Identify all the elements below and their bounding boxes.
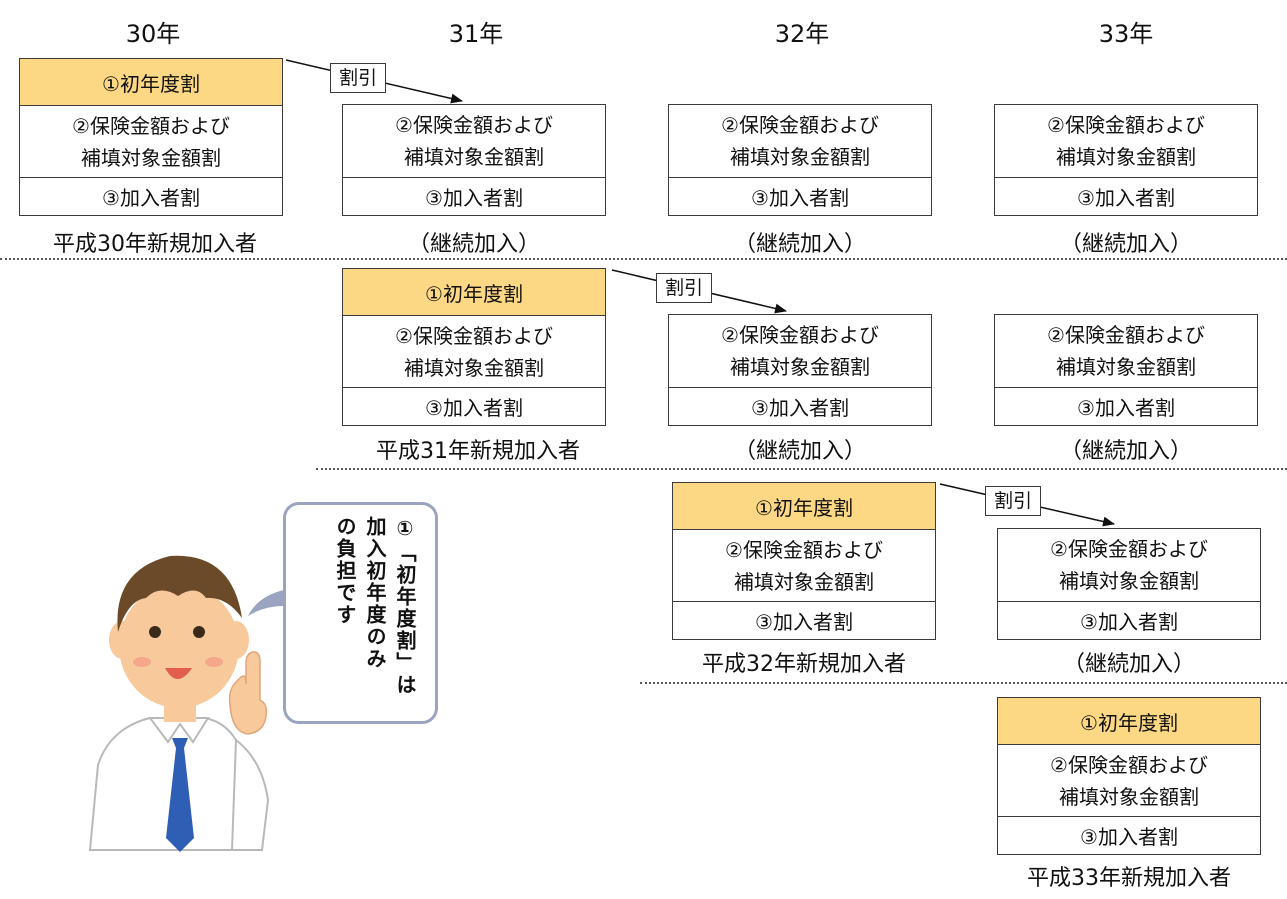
insurance-line2: 補填対象金額割 (404, 355, 544, 380)
bubble-line1: ①「初年度割」は (393, 516, 417, 696)
year-header-32: 32年 (774, 20, 830, 48)
insurance-line2: 補填対象金額割 (81, 145, 221, 170)
speech-bubble-tail (248, 590, 284, 616)
continuing-caption: （継続加入） (407, 232, 540, 257)
continuing-caption: （継続加入） (1059, 439, 1192, 464)
insurance-amount-charge: ②保険金額および 補填対象金額割 (995, 105, 1257, 177)
h32-new-member-box: ①初年度割 ②保険金額および 補填対象金額割 ③加入者割 (672, 482, 936, 640)
h30-new-member-caption: 平成30年新規加入者 (53, 232, 257, 257)
insurance-line1: ②保険金額および (72, 113, 230, 138)
discount-label-2: 割引 (656, 273, 713, 303)
insurance-line2: 補填対象金額割 (1056, 145, 1196, 169)
insurance-line2: 補填対象金額割 (730, 355, 870, 379)
h30-new-member-box: ①初年度割 ②保険金額および 補填対象金額割 ③加入者割 (19, 58, 283, 216)
insurance-amount-charge: ②保険金額および 補填対象金額割 (998, 529, 1260, 601)
first-year-charge: ①初年度割 (998, 698, 1260, 744)
insurance-line1: ②保険金額および (1047, 113, 1205, 137)
insurance-line2: 補填対象金額割 (1059, 784, 1199, 809)
insurance-line2: 補填対象金額割 (404, 145, 544, 169)
first-year-charge: ①初年度割 (20, 59, 282, 105)
year-header-30: 30年 (125, 20, 181, 48)
insurance-amount-charge: ②保険金額および 補填対象金額割 (343, 105, 605, 177)
first-year-charge: ①初年度割 (343, 269, 605, 315)
bubble-line2: 加入初年度のみ (363, 516, 387, 670)
h31-continuing-box-32: ②保険金額および 補填対象金額割 ③加入者割 (668, 314, 932, 426)
speech-bubble (283, 502, 438, 724)
h31-continuing-box-33: ②保険金額および 補填対象金額割 ③加入者割 (994, 314, 1258, 426)
member-charge: ③加入者割 (995, 177, 1257, 215)
insurance-amount-charge: ②保険金額および 補填対象金額割 (343, 315, 605, 387)
member-charge: ③加入者割 (995, 387, 1257, 425)
insurance-line1: ②保険金額および (725, 537, 883, 562)
continuing-caption: （継続加入） (1059, 232, 1192, 257)
h30-continuing-box-31: ②保険金額および 補填対象金額割 ③加入者割 (342, 104, 606, 216)
insurance-amount-charge: ②保険金額および 補填対象金額割 (669, 105, 931, 177)
person-illustration (88, 555, 270, 852)
speech-bubble-text: ①「初年度割」は 加入初年度のみ の負担です (300, 516, 420, 716)
h32-continuing-box-33: ②保険金額および 補填対象金額割 ③加入者割 (997, 528, 1261, 640)
discount-label-3: 割引 (985, 486, 1042, 516)
insurance-line1: ②保険金額および (395, 323, 553, 348)
continuing-caption: （継続加入） (733, 439, 866, 464)
tie-icon (166, 738, 194, 852)
insurance-line2: 補填対象金額割 (734, 569, 874, 594)
member-charge: ③加入者割 (669, 387, 931, 425)
discount-label-1: 割引 (330, 63, 387, 93)
member-charge: ③加入者割 (343, 177, 605, 215)
insurance-line1: ②保険金額および (721, 113, 879, 137)
pointing-hand (228, 651, 268, 735)
hair (117, 555, 242, 632)
insurance-line1: ②保険金額および (395, 113, 553, 137)
member-charge: ③加入者割 (998, 601, 1260, 639)
first-year-charge: ①初年度割 (673, 483, 935, 529)
insurance-line2: 補填対象金額割 (1059, 569, 1199, 593)
row-divider (0, 258, 1287, 260)
h31-new-member-caption: 平成31年新規加入者 (376, 439, 580, 464)
insurance-amount-charge: ②保険金額および 補填対象金額割 (20, 105, 282, 177)
h31-new-member-box: ①初年度割 ②保険金額および 補填対象金額割 ③加入者割 (342, 268, 606, 426)
insurance-line1: ②保険金額および (721, 323, 879, 347)
member-charge: ③加入者割 (673, 601, 935, 639)
insurance-line2: 補填対象金額割 (1056, 355, 1196, 379)
year-header-33: 33年 (1098, 20, 1154, 48)
bubble-line3: の負担です (333, 516, 357, 626)
insurance-line2: 補填対象金額割 (730, 145, 870, 169)
row-divider (316, 468, 1287, 470)
year-header-31: 31年 (448, 20, 504, 48)
member-charge: ③加入者割 (669, 177, 931, 215)
insurance-line1: ②保険金額および (1050, 537, 1208, 561)
insurance-line1: ②保険金額および (1050, 752, 1208, 777)
insurance-line1: ②保険金額および (1047, 323, 1205, 347)
h33-new-member-box: ①初年度割 ②保険金額および 補填対象金額割 ③加入者割 (997, 697, 1261, 855)
insurance-amount-charge: ②保険金額および 補填対象金額割 (998, 744, 1260, 816)
insurance-amount-charge: ②保険金額および 補填対象金額割 (995, 315, 1257, 387)
member-charge: ③加入者割 (343, 387, 605, 425)
insurance-amount-charge: ②保険金額および 補填対象金額割 (673, 529, 935, 601)
h30-continuing-box-33: ②保険金額および 補填対象金額割 ③加入者割 (994, 104, 1258, 216)
h33-new-member-caption: 平成33年新規加入者 (1027, 866, 1231, 891)
insurance-amount-charge: ②保険金額および 補填対象金額割 (669, 315, 931, 387)
h30-continuing-box-32: ②保険金額および 補填対象金額割 ③加入者割 (668, 104, 932, 216)
member-charge: ③加入者割 (20, 177, 282, 215)
member-charge: ③加入者割 (998, 816, 1260, 854)
h32-new-member-caption: 平成32年新規加入者 (702, 652, 906, 677)
continuing-caption: （継続加入） (1062, 652, 1195, 677)
continuing-caption: （継続加入） (733, 232, 866, 257)
row-divider (640, 682, 1287, 684)
